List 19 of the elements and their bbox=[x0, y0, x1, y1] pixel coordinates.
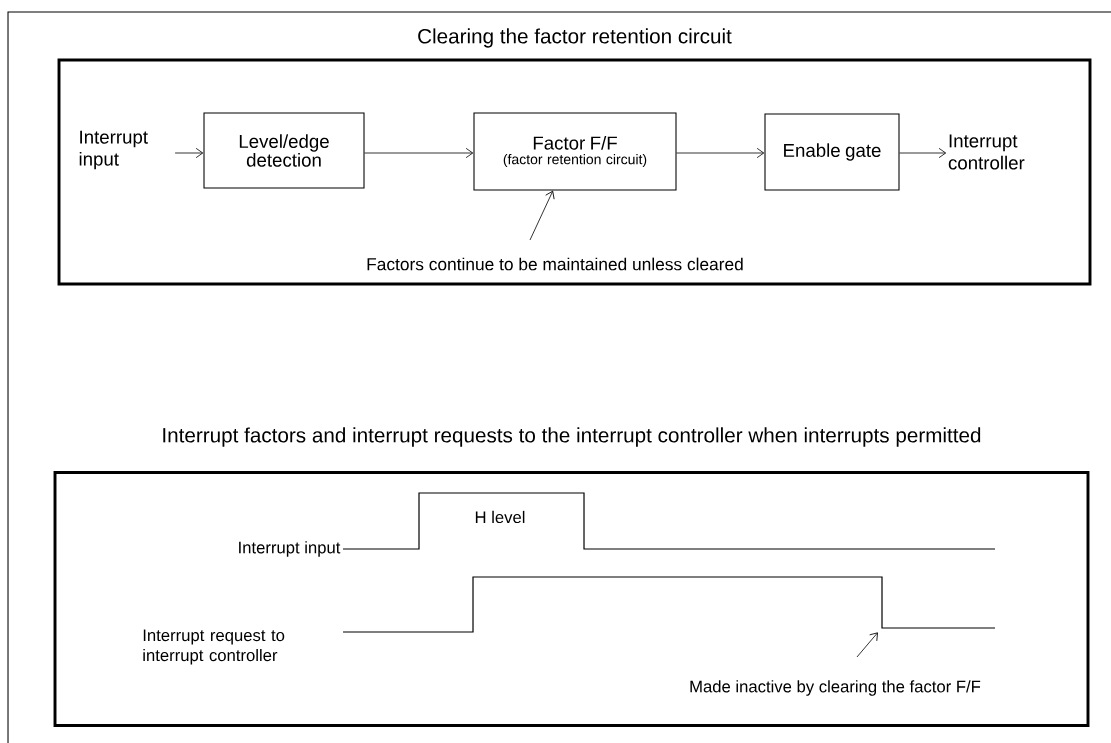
signal-label: Interrupt input bbox=[239, 541, 341, 557]
waveform bbox=[342, 576, 996, 633]
note-text: Made inactive by clearing the factor F/F bbox=[690, 680, 981, 696]
node-label: Clearing the factor retention circuit bbox=[418, 28, 732, 48]
process-box: Factor F/F (factor retention circuit) bbox=[473, 112, 677, 191]
arrow bbox=[174, 147, 204, 159]
signal-label: Interrupt controller bbox=[948, 134, 1025, 170]
node-label: Interrupt factors and interrupt requests to the interrupt controller when interrupts permitted bbox=[163, 427, 981, 447]
arrow bbox=[364, 147, 474, 159]
arrow bbox=[899, 147, 947, 159]
leader-line bbox=[529, 190, 555, 241]
process-box: Enable gate bbox=[764, 113, 900, 191]
leader-line bbox=[856, 632, 878, 658]
process-box: Level/edge detection bbox=[203, 112, 365, 189]
arrow bbox=[676, 147, 765, 159]
signal-label: Interrupt input bbox=[79, 130, 148, 170]
signal-label: Interrupt request to interrupt controller bbox=[143, 629, 285, 665]
level-label: H level bbox=[475, 510, 525, 524]
note-text: Factors continue to be maintained unless cleared bbox=[367, 257, 743, 271]
